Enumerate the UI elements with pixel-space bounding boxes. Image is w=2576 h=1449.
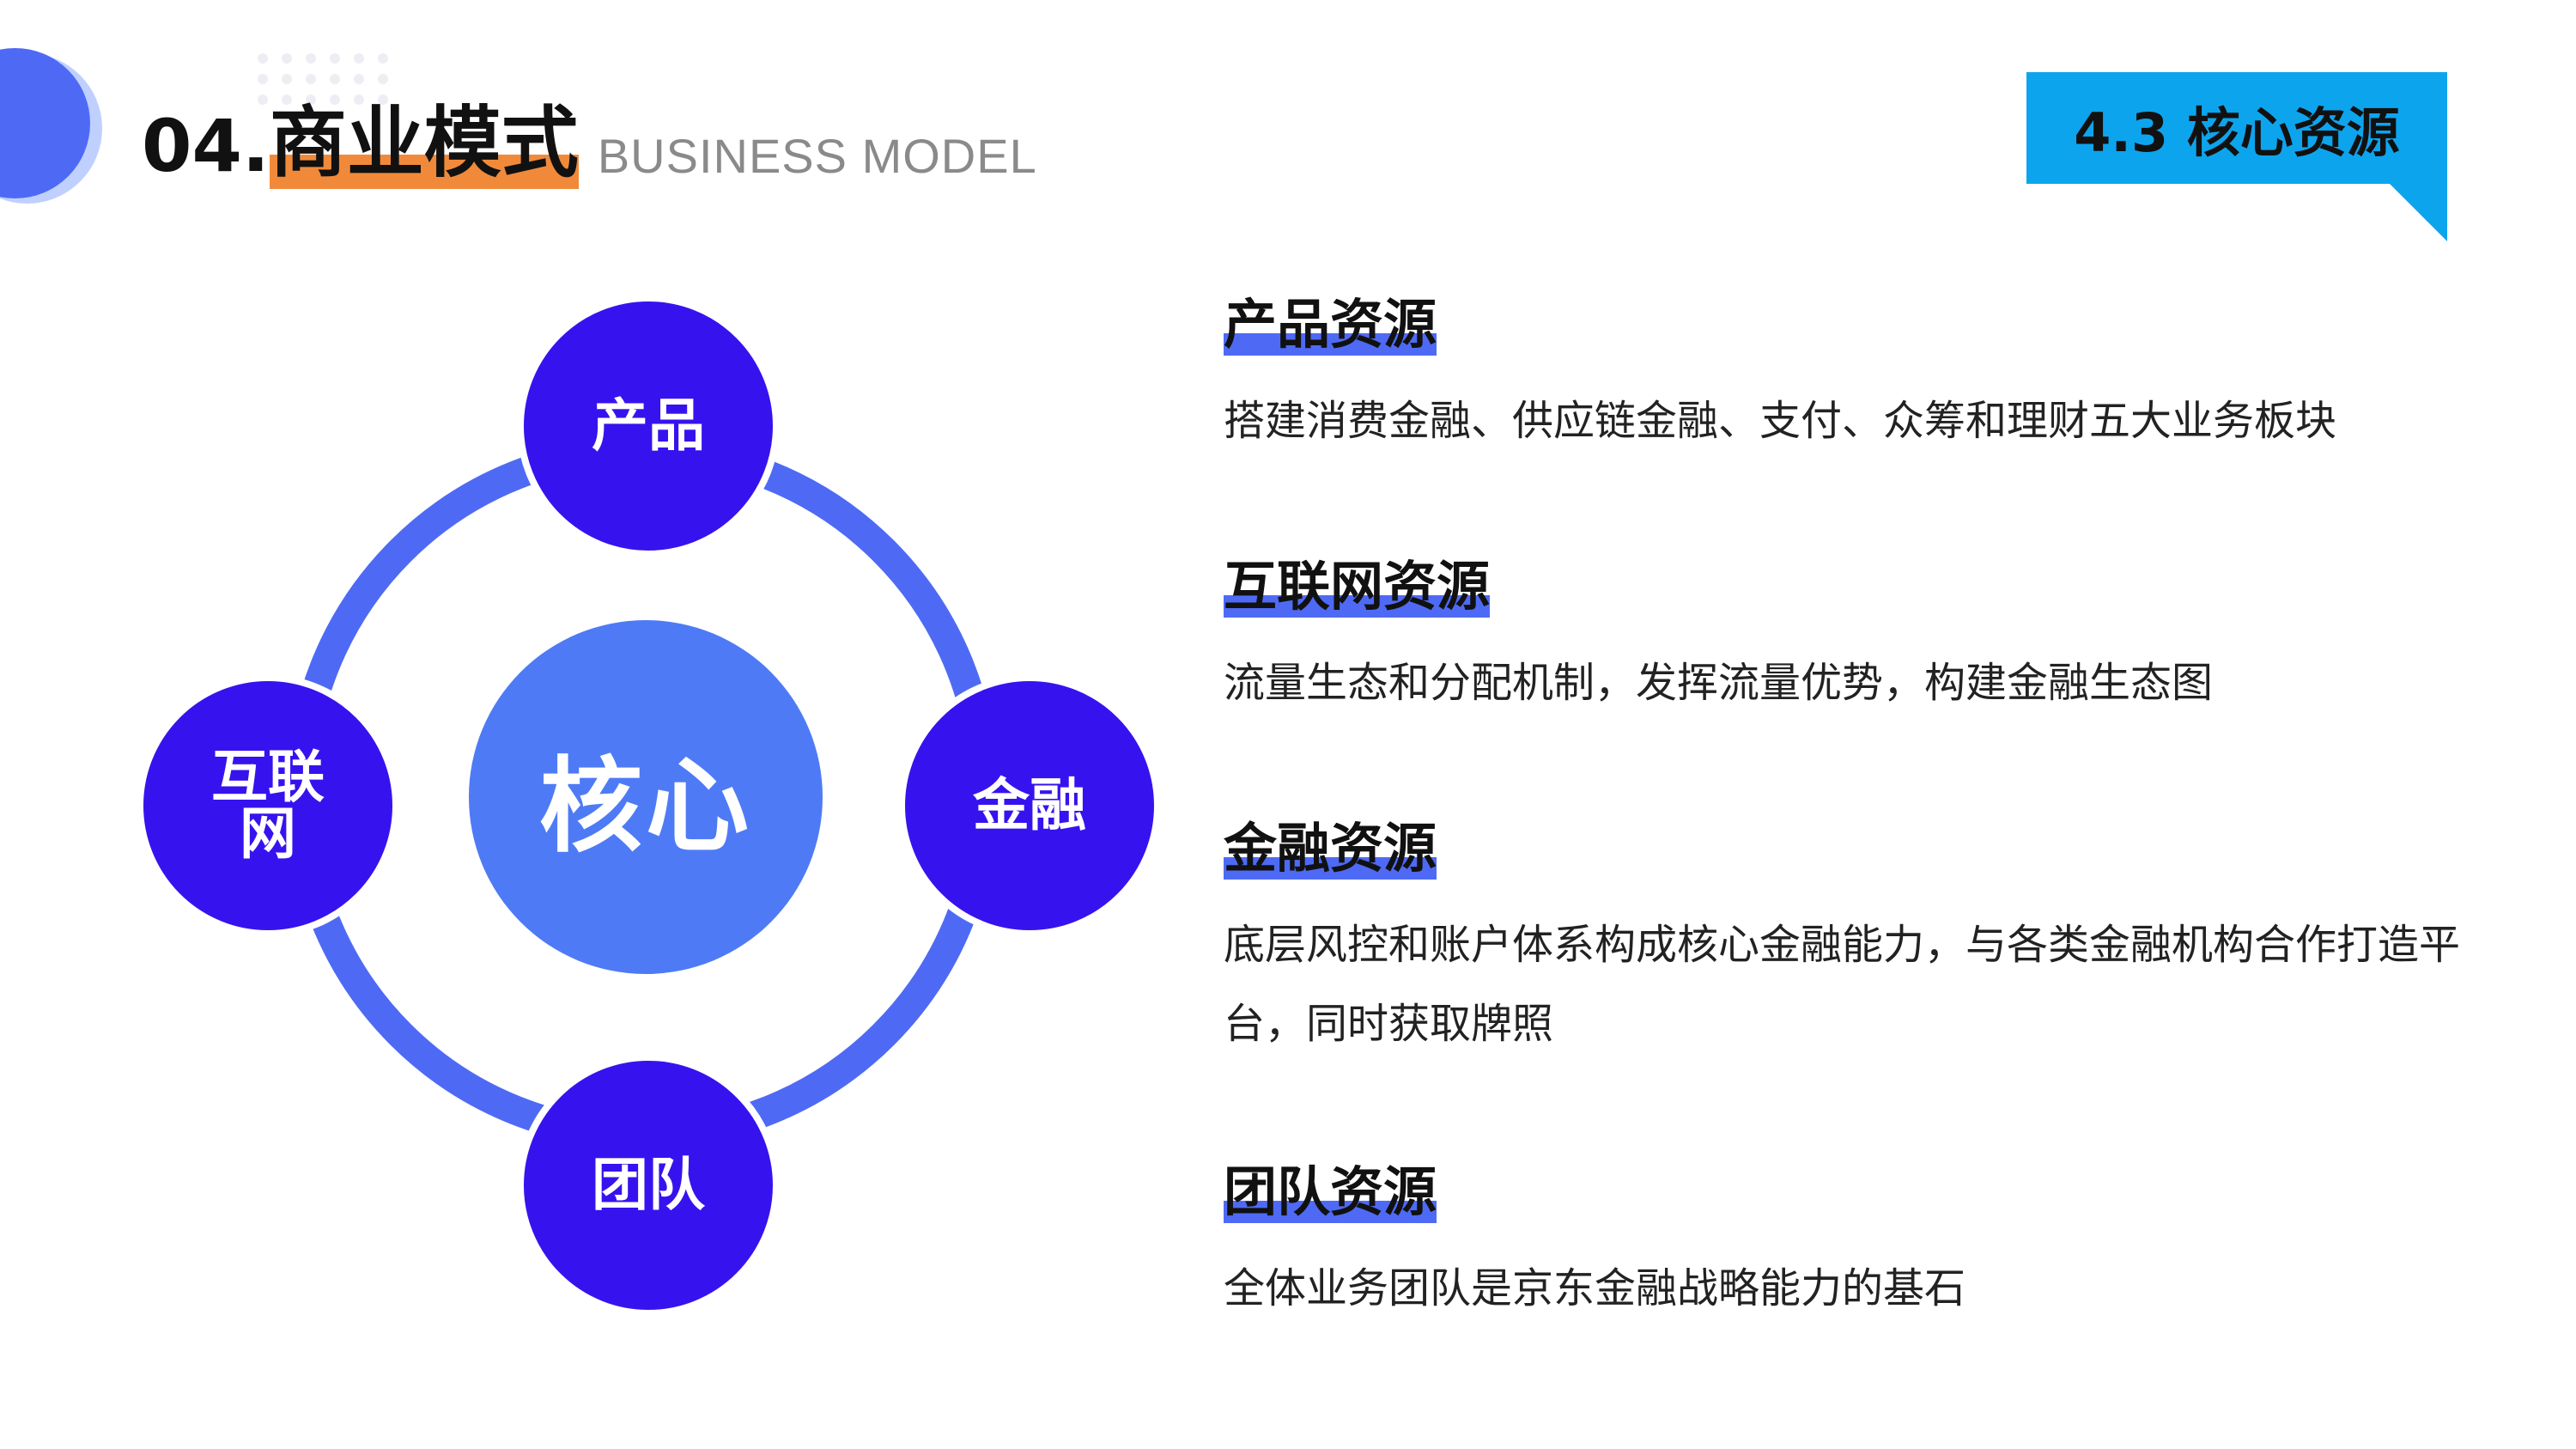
page-title: 04. 商业模式 BUSINESS MODEL — [142, 79, 1037, 189]
resource-title: 金融资源 — [1224, 817, 1437, 880]
resource-title: 产品资源 — [1224, 293, 1437, 356]
resource-title: 互联网资源 — [1224, 555, 1491, 618]
title-en: BUSINESS MODEL — [597, 129, 1037, 183]
center-circle: 核心 — [469, 620, 823, 974]
title-underline — [269, 155, 579, 189]
resource-title-highlight — [1224, 595, 1491, 618]
resource-title: 团队资源 — [1224, 1160, 1437, 1223]
core-resources-diagram: 核心 产品 金融 团队 互联网 — [0, 0, 1202, 1449]
resource-item: 互联网资源 流量生态和分配机制，发挥流量优势，构建金融生态图 — [1224, 558, 2469, 722]
resource-item: 金融资源 底层风控和账户体系构成核心金融能力，与各类金融机构合作打造平台，同时获… — [1224, 820, 2469, 1063]
resource-description: 流量生态和分配机制，发挥流量优势，构建金融生态图 — [1224, 659, 2214, 708]
resource-title-wrapper: 产品资源 — [1224, 296, 1437, 356]
node-team: 团队 — [517, 1054, 780, 1317]
node-team-label: 团队 — [592, 1152, 705, 1218]
resource-description: 底层风控和账户体系构成核心金融能力，与各类金融机构合作打造平台，同时获取牌照 — [1224, 921, 2461, 1049]
resource-item: 团队资源 全体业务团队是京东金融战略能力的基石 — [1224, 1164, 2469, 1328]
title-cn-wrapper: 商业模式 — [269, 105, 579, 189]
resource-title-wrapper: 互联网资源 — [1224, 558, 1491, 618]
node-finance: 金融 — [898, 674, 1161, 937]
node-product-label: 产品 — [592, 393, 705, 459]
resource-item: 产品资源 搭建消费金融、供应链金融、支付、众筹和理财五大业务板块 — [1224, 296, 2469, 460]
resource-title-wrapper: 团队资源 — [1224, 1164, 1437, 1224]
node-finance-label: 金融 — [973, 772, 1086, 838]
center-label: 核心 — [539, 747, 752, 867]
title-number: 04. — [142, 104, 270, 188]
node-internet: 互联网 — [137, 674, 399, 937]
resource-description: 搭建消费金融、供应链金融、支付、众筹和理财五大业务板块 — [1224, 397, 2337, 446]
node-internet-label: 互联网 — [211, 744, 325, 867]
resource-title-wrapper: 金融资源 — [1224, 820, 1437, 880]
resource-description: 全体业务团队是京东金融战略能力的基石 — [1224, 1264, 1966, 1313]
dot-grid-decoration — [258, 53, 404, 105]
section-tag-label: 4.3 核心资源 — [2074, 101, 2400, 164]
section-tag-tail — [2390, 184, 2447, 241]
resource-title-highlight — [1224, 333, 1437, 356]
title-cn: 商业模式 — [269, 98, 579, 188]
section-tag: 4.3 核心资源 — [2026, 72, 2447, 184]
resource-title-highlight — [1224, 1201, 1437, 1224]
resource-title-highlight — [1224, 857, 1437, 880]
node-product: 产品 — [517, 295, 780, 557]
